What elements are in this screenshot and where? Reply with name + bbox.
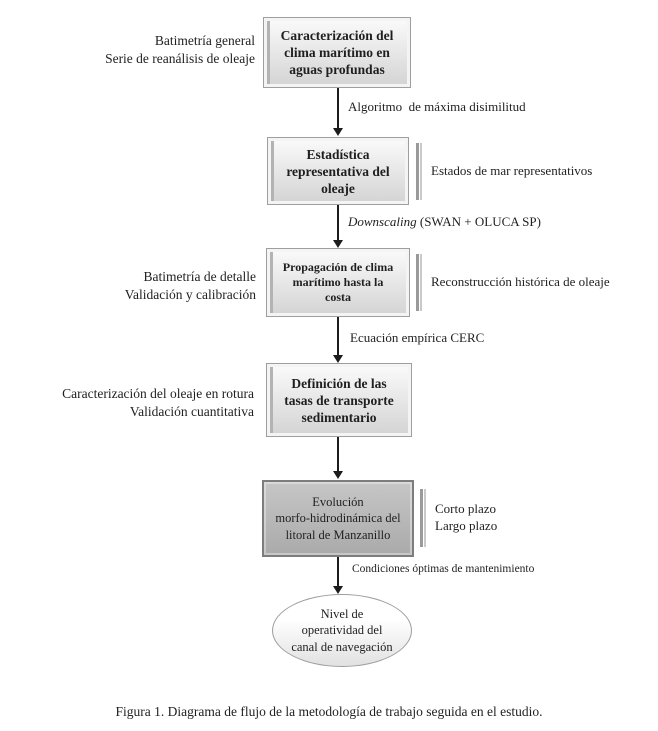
arrow-shaft — [337, 317, 339, 355]
step-box-wave-propagation: Propagación de clima marítimo hasta la c… — [266, 248, 410, 317]
step-box-deep-water-wave-climate: Caracterización del clima marítimo en ag… — [263, 17, 411, 88]
step-box-morpho-hydrodynamic-evolution: Evolución morfo-hidrodinámica del litora… — [262, 480, 414, 557]
arrow-head-icon — [333, 355, 343, 363]
arrow-label-optimal-maintenance: Condiciones óptimas de mantenimiento — [352, 563, 535, 575]
step-box-representative-statistics: Estadística representativa del oleaje — [267, 137, 409, 205]
arrow-head-icon — [333, 586, 343, 594]
note-short-long-term: Corto plazo Largo plazo — [420, 489, 497, 547]
downscaling-rest: (SWAN + OLUCA SP) — [416, 214, 541, 229]
terminal-navigation-channel-operability: Nivel de operatividad del canal de naveg… — [272, 594, 412, 667]
note-text: Corto plazo Largo plazo — [435, 501, 498, 533]
arrow-label-max-dissimilarity: Algoritmo de máxima disimilitud — [348, 99, 526, 114]
downscaling-italic: Downscaling — [348, 214, 417, 229]
terminal-label: Nivel de operatividad del canal de naveg… — [291, 607, 393, 654]
note-general-bathymetry: Batimetría general Serie de reanálisis d… — [105, 33, 255, 66]
note-historical-wave-reconstruction: Reconstrucción histórica de oleaje — [416, 254, 610, 311]
step-label: Definición de las tasas de transporte se… — [284, 375, 394, 425]
arrow-shaft — [337, 557, 339, 586]
note-text: Estados de mar representativos — [431, 163, 593, 179]
arrow-head-icon — [333, 471, 343, 479]
arrow-label-downscaling: Downscaling (SWAN + OLUCA SP) — [348, 214, 541, 230]
arrow-shaft — [337, 437, 339, 471]
step-label: Propagación de clima marítimo hasta la c… — [282, 259, 394, 305]
flow-arrow-2 — [332, 205, 344, 248]
step-label: Caracterización del clima marítimo en ag… — [280, 28, 394, 77]
arrow-head-icon — [333, 128, 343, 136]
note-bar — [416, 143, 422, 200]
arrow-shaft — [337, 88, 339, 128]
arrow-shaft — [337, 205, 339, 240]
note-text: Reconstrucción histórica de oleaje — [431, 274, 610, 290]
note-bar — [416, 254, 422, 311]
note-detailed-bathymetry: Batimetría de detalle Validación y calib… — [124, 269, 256, 302]
step-box-sediment-transport-rates: Definición de las tasas de transporte se… — [266, 363, 412, 437]
flow-arrow-5 — [332, 557, 344, 594]
flow-arrow-3 — [332, 317, 344, 363]
figure-caption: Figura 1. Diagrama de flujo de la metodo… — [115, 704, 543, 719]
arrow-label-cerc-equation: Ecuación empírica CERC — [350, 330, 485, 345]
flow-arrow-4 — [332, 437, 344, 479]
note-bar — [420, 489, 426, 547]
flow-arrow-1 — [332, 88, 344, 136]
note-breaking-wave-characterization: Caracterización del oleaje en rotura Val… — [62, 386, 254, 419]
step-label: Evolución morfo-hidrodinámica del litora… — [275, 495, 401, 542]
note-representative-sea-states: Estados de mar representativos — [416, 143, 592, 200]
step-label: Estadística representativa del oleaje — [286, 146, 390, 196]
arrow-head-icon — [333, 240, 343, 248]
